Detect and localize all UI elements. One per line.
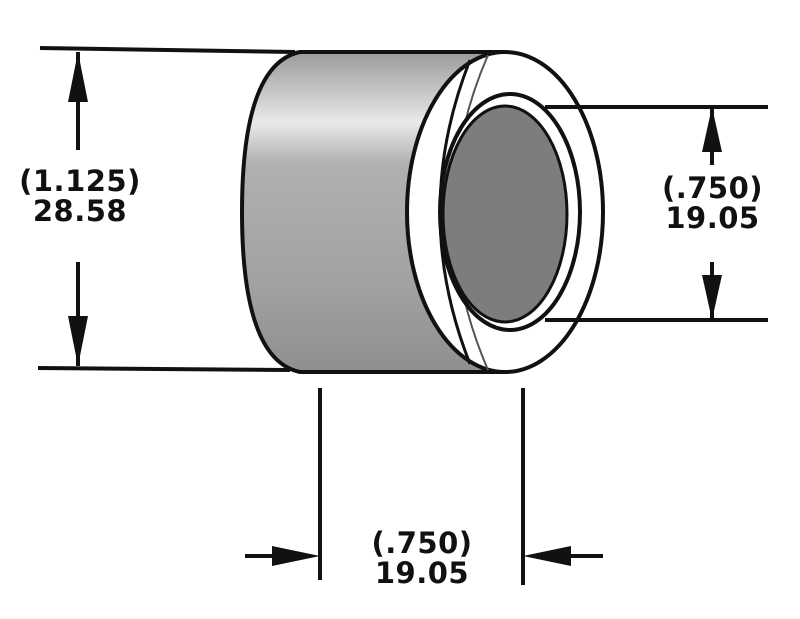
arrow-left-icon xyxy=(523,546,571,566)
arrow-down-icon xyxy=(702,275,722,320)
arrow-up-icon xyxy=(68,52,88,102)
inner-diameter-dimension-line xyxy=(702,107,722,320)
length-dimension-line xyxy=(245,546,603,566)
outer-diameter-dimension-line xyxy=(68,52,88,366)
arrow-up-icon xyxy=(702,107,722,152)
length-extension-lines xyxy=(318,388,525,585)
inner-diameter-label: (.750) 19.05 xyxy=(645,173,780,234)
length-inch: (.750) xyxy=(371,526,473,560)
outer-diameter-label: (1.125) 28.58 xyxy=(10,166,150,227)
inner-diameter-inch: (.750) xyxy=(661,171,764,205)
arrow-down-icon xyxy=(68,316,88,366)
arrow-right-icon xyxy=(272,546,320,566)
length-label: (.750) 19.05 xyxy=(352,528,492,589)
outer-diameter-inch: (1.125) xyxy=(19,164,141,198)
outer-diameter-mm: 28.58 xyxy=(32,194,128,229)
length-mm: 19.05 xyxy=(374,556,470,591)
inner-diameter-mm: 19.05 xyxy=(665,201,760,236)
outer-diameter-extension-lines xyxy=(37,46,296,372)
spacer-bore xyxy=(438,92,582,332)
inner-diameter-extension-lines xyxy=(545,105,768,322)
